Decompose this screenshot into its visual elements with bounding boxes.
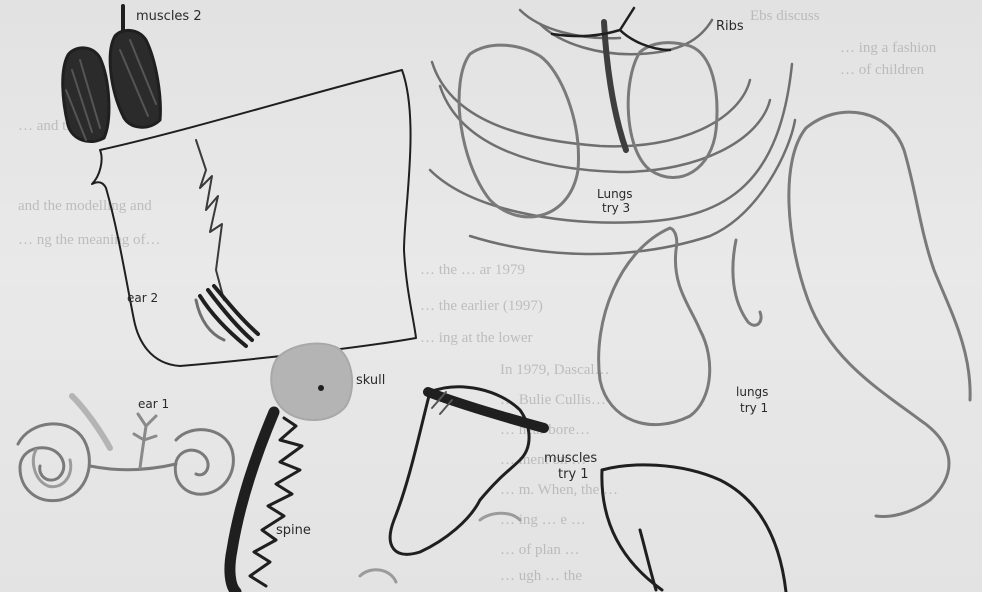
muscles-2-drawing	[63, 6, 161, 142]
spine-drawing	[230, 412, 302, 592]
ear-1-drawing	[18, 396, 233, 501]
label-lungs-try-1-line1: lungs	[736, 386, 768, 399]
label-spine: spine	[276, 524, 311, 538]
label-lungs-try-3-line2: try 3	[602, 202, 630, 215]
label-lungs-try-3-line1: Lungs	[597, 188, 633, 201]
bottom-outlines-drawing	[360, 465, 786, 592]
skull-drawing	[271, 344, 352, 421]
label-ear-2: ear 2	[127, 292, 158, 305]
label-muscles-try-1-line1: muscles	[544, 452, 597, 466]
label-ear-1: ear 1	[138, 398, 169, 411]
label-ribs: Ribs	[716, 20, 744, 34]
label-lungs-try-1-line2: try 1	[740, 402, 768, 415]
muscles-try-1-drawing	[390, 387, 544, 554]
lungs-try-3-drawing	[459, 8, 717, 217]
label-muscles-2: muscles 2	[136, 10, 202, 24]
label-muscles-try-1-line2: try 1	[558, 468, 589, 482]
label-skull: skull	[356, 374, 385, 388]
